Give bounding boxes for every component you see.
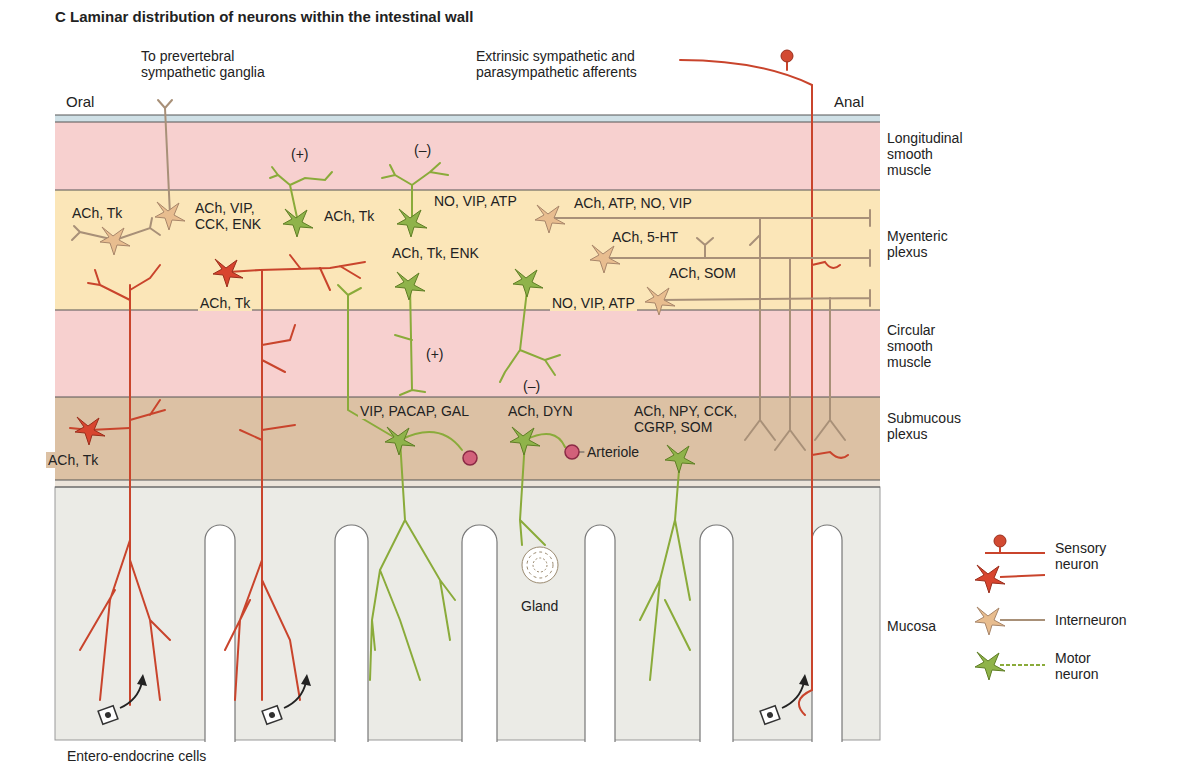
neuron-somata xyxy=(75,202,695,473)
legend-text: Interneuron xyxy=(1055,612,1165,628)
tissue-layer: Circular smooth muscle xyxy=(55,310,880,397)
neuron-label: ACh, ATP, NO, VIP xyxy=(572,195,694,211)
neuron-label: ACh, 5-HT xyxy=(610,229,680,245)
neuron-label: ACh, Tk xyxy=(70,205,124,221)
transmitter-label: ACh, Tk xyxy=(200,295,250,311)
transmitter-label: ACh, DYN xyxy=(508,403,573,419)
transmitter-label: VIP, PACAP, GAL xyxy=(360,403,469,419)
structure-label: Arteriole xyxy=(586,444,640,460)
legend-text: Motor neuron xyxy=(1055,650,1125,682)
projection-label: Extrinsic sympathetic and parasympatheti… xyxy=(475,48,672,80)
layer-label: Longitudinal smooth muscle xyxy=(887,130,975,178)
layer-label: Myenteric plexus xyxy=(887,228,975,260)
transmitter-label: ACh, 5-HT xyxy=(612,229,678,245)
entero-endocrine-cells xyxy=(98,674,809,724)
neuron-label: ACh, DYN xyxy=(506,403,575,419)
structure-label: Gland xyxy=(520,598,559,614)
sensory-neurons xyxy=(70,60,848,715)
neuron-label: ACh, Tk xyxy=(46,452,100,468)
neuron-label: VIP, PACAP, GAL xyxy=(358,403,471,419)
transmitter-label: ACh, VIP, CCK, ENK xyxy=(195,200,267,232)
effect-sign: (+) xyxy=(425,346,445,362)
transmitter-label: ACh, Tk xyxy=(324,208,374,224)
transmitter-label: ACh, ATP, NO, VIP xyxy=(574,195,692,211)
neuron-label: ACh, SOM xyxy=(667,265,738,281)
transmitter-label: ACh, NPY, CCK, CGRP, SOM xyxy=(634,403,746,435)
effect-sign: (–) xyxy=(413,142,432,158)
effect-sign: (+) xyxy=(290,146,310,162)
transmitter-label: NO, VIP, ATP xyxy=(552,295,635,311)
tissue-layer: Myenteric plexusACh, TkACh, VIP, CCK, EN… xyxy=(55,190,880,310)
interneurons xyxy=(72,100,870,450)
wall-layers xyxy=(40,115,900,767)
neuron-label: NO, VIP, ATP xyxy=(432,193,519,209)
neuron-label: ACh, VIP, CCK, ENK xyxy=(193,200,269,232)
motor-neurons xyxy=(270,163,690,680)
legend-text: Sensory neuron xyxy=(1055,540,1130,572)
effect-sign: (–) xyxy=(522,378,541,394)
transmitter-label: ACh, Tk, ENK xyxy=(392,245,479,261)
afferent-ending xyxy=(781,50,793,62)
neuron-label: ACh, Tk, ENK xyxy=(390,245,481,261)
transmitter-label: NO, VIP, ATP xyxy=(434,193,517,209)
layer-label: Submucous plexus xyxy=(887,410,975,442)
transmitter-label: ACh, SOM xyxy=(669,265,736,281)
structure-label: Entero-endocrine cells xyxy=(66,748,207,764)
neuron-label: ACh, Tk xyxy=(322,208,376,224)
arterioles xyxy=(463,445,579,465)
legend-symbols xyxy=(975,535,1045,680)
tissue-layer: Submucous plexusACh, TkVIP, PACAP, GALAC… xyxy=(55,397,880,480)
orientation-label: Oral xyxy=(65,93,95,110)
transmitter-label: ACh, Tk xyxy=(72,205,122,221)
projection-label: To prevertebral sympathetic ganglia xyxy=(140,48,292,80)
tissue-layer: Longitudinal smooth muscle xyxy=(55,122,880,190)
neuron-label: NO, VIP, ATP xyxy=(550,295,637,311)
neuron-label: ACh, Tk xyxy=(198,295,252,311)
figure-title: C Laminar distribution of neurons within… xyxy=(55,8,473,25)
layer-label: Mucosa xyxy=(887,618,975,634)
gland xyxy=(522,547,558,583)
transmitter-label: ACh, Tk xyxy=(48,452,98,468)
neuron-label: ACh, NPY, CCK, CGRP, SOM xyxy=(632,403,748,435)
layer-label: Circular smooth muscle xyxy=(887,322,975,370)
orientation-label: Anal xyxy=(833,93,865,110)
